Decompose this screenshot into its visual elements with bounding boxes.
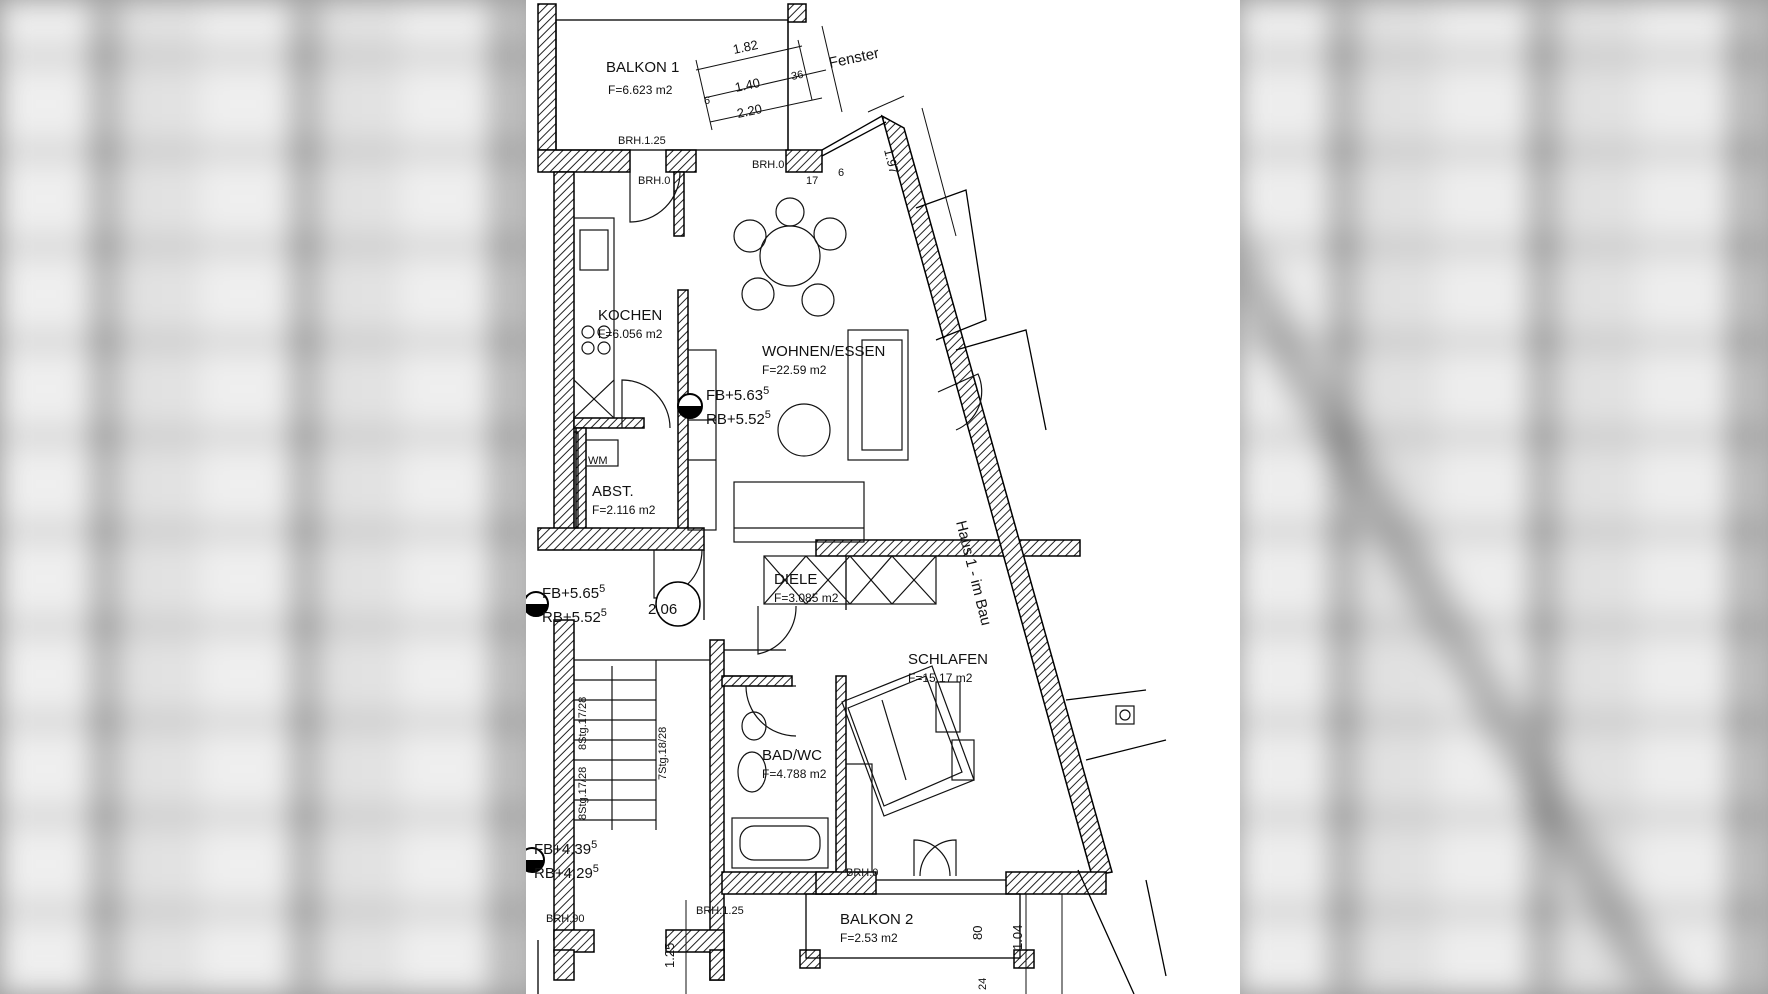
room-labels: BALKON 1 F=6.623 m2 BRH.1.25 KOCHEN F=6.…: [588, 59, 988, 945]
dim-2-20: 2.20: [736, 101, 764, 121]
annotation-fenster: Fenster: [827, 45, 880, 72]
floor-plan-drawing: BALKON 1 F=6.623 m2 BRH.1.25 KOCHEN F=6.…: [526, 3, 1167, 994]
blurred-background-left: [0, 0, 530, 994]
room-name-balkon-1: BALKON 1: [606, 59, 679, 76]
level-markers: [526, 393, 703, 873]
level-landing-rb: RB+5.525: [542, 607, 607, 626]
level-stair-fb: FB+4.395: [534, 839, 597, 858]
outlines: [537, 19, 1167, 994]
room-area-diele: F=3.085 m2: [774, 591, 839, 605]
brh-label-balkon-2-door: BRH.0: [846, 867, 878, 879]
dim-1-40: 1.40: [734, 75, 762, 95]
dim-80: 80: [970, 926, 985, 940]
dim-24: 24: [977, 978, 989, 990]
room-name-balkon-2: BALKON 2: [840, 911, 913, 928]
walls: [537, 3, 1113, 981]
dim-6: 6: [704, 95, 710, 107]
level-labels: FB+5.635 RB+5.525 FB+5.655 RB+5.525 FB+4…: [534, 385, 771, 882]
stair-label-b: 7Stg.18/28: [657, 727, 669, 780]
dim-angle-6: 6: [838, 167, 844, 179]
room-name-wohnen: WOHNEN/ESSEN: [762, 343, 885, 360]
level-stair-rb: RB+4.295: [534, 863, 599, 882]
stair-labels: 8Stg.17/28 7Stg.18/28 8Stg.17/28: [577, 697, 669, 820]
room-area-wohnen: F=22.59 m2: [762, 363, 827, 377]
room-name-schlafen: SCHLAFEN: [908, 651, 988, 668]
brh-label-balkon-1: BRH.1.25: [618, 135, 666, 147]
brh-label-stair: BRH.90: [546, 913, 585, 925]
level-wohnen-rb: RB+5.525: [706, 409, 771, 428]
dimension-lines: [685, 25, 1063, 994]
room-area-balkon-1: F=6.623 m2: [608, 83, 673, 97]
dim-1-97: 1.97: [881, 147, 902, 175]
wm-label: WM: [588, 455, 608, 467]
room-area-schlafen: F=15.17 m2: [908, 671, 973, 685]
brh-labels: BRH.0 BRH.0 BRH.0 BRH.1.25 BRH.90: [546, 159, 878, 925]
annotation-haus: Haus 1 - im Bau: [952, 519, 995, 627]
stair-label-a: 8Stg.17/28: [577, 697, 589, 750]
stair-label-c: 8Stg.17/28: [577, 767, 589, 820]
dim-1-25: 1.25: [662, 943, 677, 968]
room-name-bad: BAD/WC: [762, 747, 822, 764]
brh-label-window-top: BRH.0: [752, 159, 784, 171]
room-area-balkon-2: F=2.53 m2: [840, 931, 898, 945]
unit-number: 2.06: [648, 601, 677, 618]
dim-1-04: 1.04: [1010, 925, 1025, 950]
dim-1-82: 1.82: [732, 37, 760, 57]
level-wohnen-fb: FB+5.635: [706, 385, 769, 404]
blurred-background-right: [1238, 0, 1768, 994]
room-area-bad: F=4.788 m2: [762, 767, 827, 781]
brh-label-bad-window: BRH.1.25: [696, 905, 744, 917]
unit-number-circle: [655, 581, 701, 627]
room-area-kochen: F=6.056 m2: [598, 327, 663, 341]
room-name-diele: DIELE: [774, 571, 817, 588]
level-landing-fb: FB+5.655: [542, 583, 605, 602]
room-area-abst: F=2.116 m2: [592, 503, 656, 517]
brh-label-door-top: BRH.0: [638, 175, 670, 187]
room-name-kochen: KOCHEN: [598, 307, 662, 324]
dimension-labels: 1.82 1.40 36 6 2.20 1.97 17 6 1.25 80 1.…: [662, 37, 1025, 990]
room-name-abst: ABST.: [592, 483, 634, 500]
floor-plan-image: BALKON 1 F=6.623 m2 BRH.1.25 KOCHEN F=6.…: [526, 0, 1240, 994]
furniture: [573, 197, 1135, 873]
dim-36: 36: [790, 69, 804, 83]
dim-angle-17: 17: [806, 175, 818, 187]
